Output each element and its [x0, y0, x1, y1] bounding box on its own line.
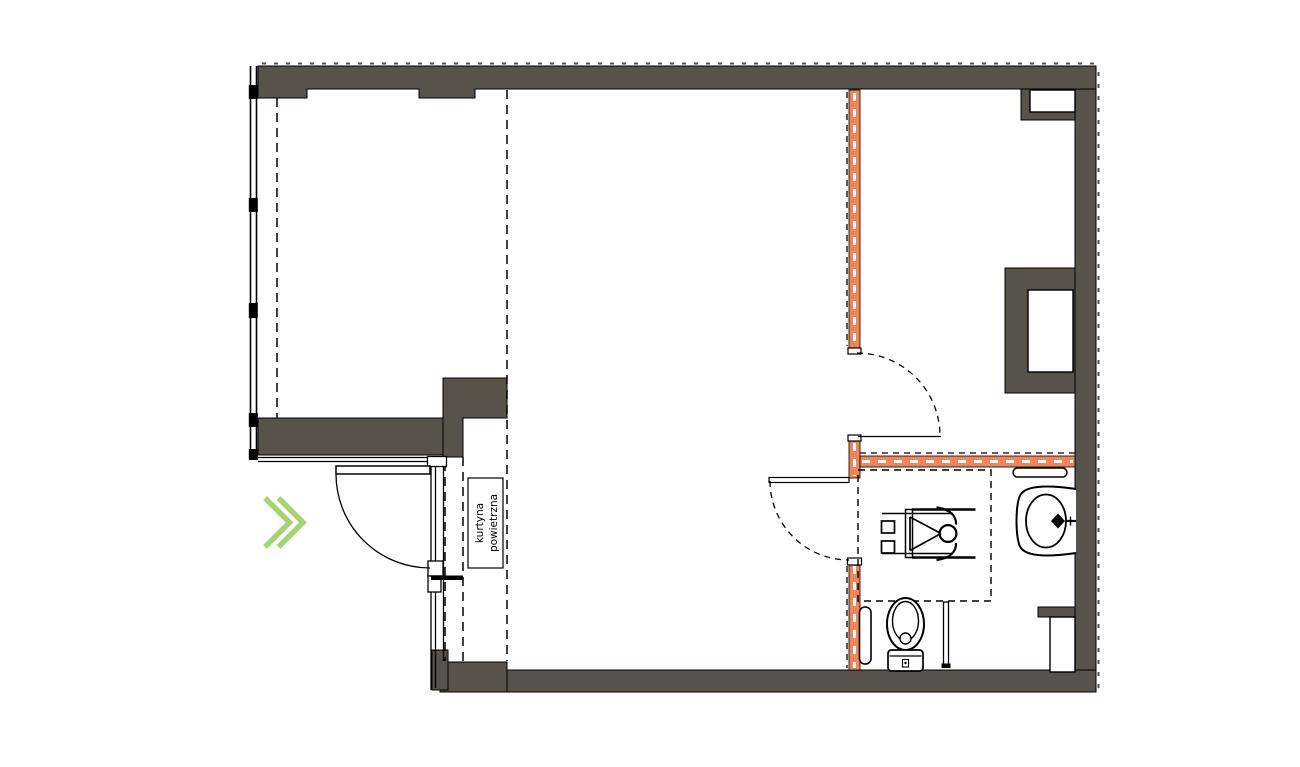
- entrance-side-pier: [431, 649, 449, 691]
- air-curtain-label-line1: kurtyna: [474, 503, 486, 543]
- right-wall: [1074, 88, 1097, 693]
- entrance-door-swing-arc: [335, 473, 431, 569]
- top-right-niche: [1029, 89, 1076, 113]
- window-mullion: [248, 303, 258, 318]
- window-mullion: [248, 198, 258, 212]
- frame-crossbar: [431, 575, 463, 580]
- door-frame-block: [427, 560, 444, 577]
- bathroom-door-swing-arc: [769, 480, 850, 561]
- wheelchair-icon: [880, 506, 976, 562]
- entrance-pier-wall: [442, 377, 508, 458]
- top-wall: [257, 65, 1097, 99]
- interior-doors: [768, 352, 941, 561]
- exterior-walls: [257, 62, 1100, 693]
- door-frame-block: [426, 455, 448, 468]
- partition-wall-horizontal: [859, 455, 1076, 468]
- washbasin: [1012, 467, 1077, 557]
- accessible-bathroom: [857, 467, 1077, 672]
- dashed-projection-lines: [276, 90, 508, 661]
- bottom-wall: [506, 669, 1097, 693]
- entrance-header-wall: [257, 417, 446, 456]
- wheelchair-clearance-zone: [857, 469, 992, 602]
- grab-rail: [1012, 467, 1068, 478]
- room-door-swing-arc: [856, 352, 941, 437]
- wall-niches: [1027, 89, 1076, 673]
- air-curtain-label-box: [467, 477, 504, 569]
- bathroom-door-leaf: [768, 476, 850, 484]
- door-jamb-cap: [847, 347, 862, 355]
- door-jamb-cap: [846, 557, 863, 566]
- faucet-icon: [1051, 513, 1065, 529]
- chevron-icon: [263, 496, 294, 549]
- entrance-storefront: [258, 455, 463, 690]
- urinal-partition: [941, 601, 951, 668]
- entrance-door-leaf: [335, 465, 431, 475]
- highlighted-partition-walls: [846, 89, 1076, 671]
- shaft-niche: [1027, 289, 1074, 373]
- door-jamb-cap: [847, 434, 862, 442]
- air-curtain-label-line2: powietrzna: [488, 494, 500, 552]
- chevron-icon: [276, 496, 307, 549]
- toilet-tank: [887, 649, 924, 672]
- toilet: [886, 597, 925, 672]
- window-mullion: [248, 449, 258, 460]
- air-curtain-label: kurtyna powietrzna: [467, 477, 504, 569]
- window-mullion: [248, 413, 258, 427]
- window-wall: [248, 66, 258, 460]
- entrance-direction-chevron: [263, 496, 307, 549]
- window-mullion: [248, 85, 258, 99]
- bottom-right-niche: [1049, 616, 1076, 673]
- bottom-wall-left: [439, 661, 508, 693]
- grab-bar: [858, 606, 872, 665]
